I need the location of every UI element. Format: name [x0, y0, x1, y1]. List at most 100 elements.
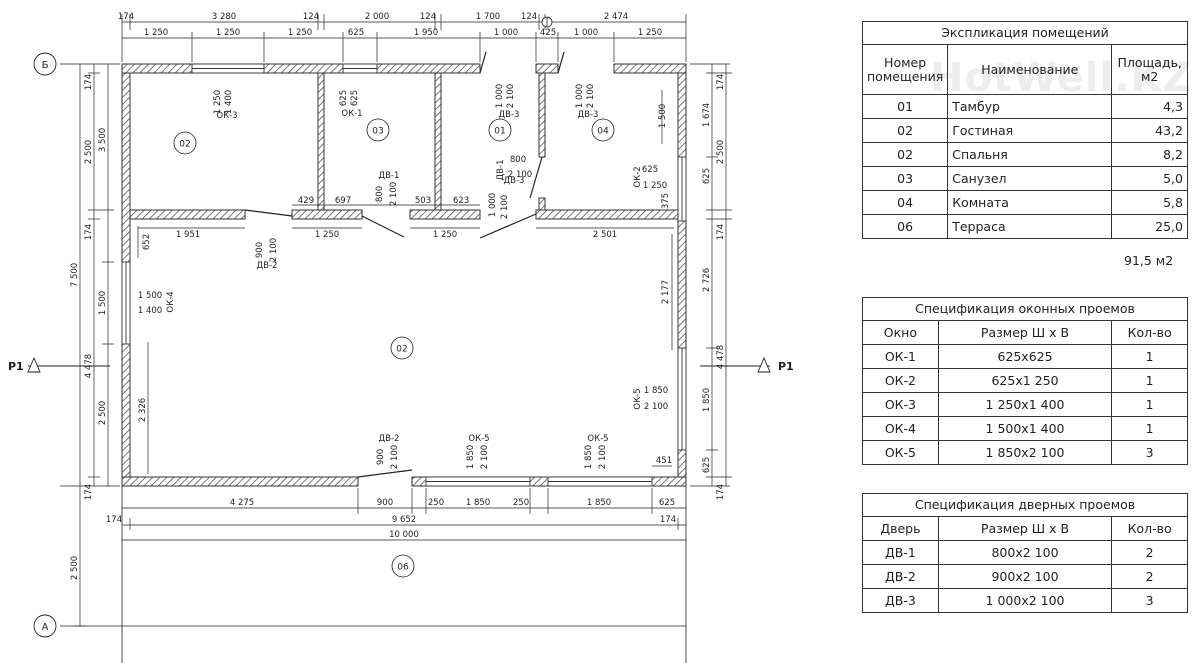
window-code: ОК-2 — [862, 368, 939, 393]
dim-left-2: 2 500 — [84, 140, 94, 164]
dim-left-3: 174 — [84, 224, 94, 240]
room-name: Терраса — [947, 214, 1113, 239]
dim-inner-10: 2 177 — [661, 280, 671, 304]
windows-header-qty: Кол-во — [1111, 320, 1188, 345]
doors-header-door: Дверь — [862, 516, 939, 541]
room-marker: 06 — [391, 554, 415, 578]
dim-right-9: 1 850 — [702, 388, 712, 412]
room-marker: 04 — [591, 118, 615, 142]
room-name: Комната — [947, 190, 1113, 215]
dim-inner-9: 1 500 — [658, 104, 668, 128]
window-size: 625х1 250 — [937, 368, 1113, 393]
dv2-bottom-dim-w: 900 — [376, 449, 386, 465]
window-qty: 1 — [1111, 416, 1188, 441]
dim-inner-8: 2 501 — [593, 230, 617, 240]
dim-top2-6: 1 000 — [494, 28, 518, 38]
window-size: 1 850х2 100 — [937, 440, 1113, 465]
ok5-b1-dim-w: 1 850 — [466, 445, 476, 469]
dim-left-8: 3 500 — [98, 128, 108, 152]
dim-top-5: 124 — [420, 12, 436, 22]
doors-spec-table: Спецификация дверных проемов Дверь Разме… — [862, 493, 1188, 613]
window-qty: 1 — [1111, 368, 1188, 393]
window-code: ОК-4 — [862, 416, 939, 441]
window-size: 625х625 — [937, 344, 1113, 369]
dim-bottom-5: 250 — [513, 498, 529, 508]
room-marker: 01 — [488, 118, 512, 142]
ok3-name: ОК-3 — [216, 111, 237, 121]
room-label: 01 — [494, 127, 505, 137]
bottom-dimensions — [122, 488, 686, 541]
dv3-right-name: ДВ-3 — [578, 110, 599, 120]
dim-top-1: 174 — [118, 12, 134, 22]
explication-header-name: Наименование — [947, 44, 1113, 95]
ok4-name: ОК-4 — [166, 291, 176, 312]
top-dimensions — [121, 14, 687, 62]
door-dv1-room — [529, 156, 543, 199]
ok3-dim-h: 1 400 — [224, 90, 234, 114]
door-dv3-entrance-right — [557, 51, 565, 74]
room-label: 04 — [597, 127, 609, 137]
section-mark-left: Р1 — [8, 360, 24, 373]
dim-left-1: 174 — [84, 74, 94, 90]
room-markers: 02 03 01 04 02 06 — [173, 118, 615, 578]
dim-left-5: 2 500 — [98, 401, 108, 425]
windows-header-size: Размер Ш х В — [937, 320, 1113, 345]
windows-spec-table: Спецификация оконных проемов Окно Размер… — [862, 297, 1188, 465]
dim-top-7: 124 — [521, 12, 537, 22]
dim-right-2: 1 674 — [702, 103, 712, 127]
dim-inner-5: 1 951 — [176, 230, 200, 240]
ok5-right-name: ОК-5 — [633, 388, 643, 409]
dv3-left-dim-h: 2 100 — [506, 84, 516, 108]
door-dv1-bath — [361, 215, 405, 238]
door-qty: 3 — [1111, 588, 1188, 613]
dim-bottom-9: 9 652 — [392, 515, 416, 525]
ok1-dim-h: 625 — [350, 90, 360, 106]
dim-top2-8: 1 000 — [574, 28, 598, 38]
dv1-hall-name: ДВ-1 — [379, 171, 400, 181]
room-name: Тамбур — [947, 94, 1113, 119]
door-code: ДВ-2 — [862, 564, 939, 589]
dv3-mid-dim-h: 2 100 — [500, 195, 510, 219]
dim-top2-5: 1 950 — [414, 28, 438, 38]
dv2-mid-dim-h: 2 100 — [269, 238, 279, 262]
room-marker: 02 — [173, 131, 197, 155]
doors-header-qty: Кол-во — [1111, 516, 1188, 541]
dim-right-4: 625 — [702, 168, 712, 184]
ok2-dim-h: 1 250 — [643, 181, 667, 191]
ok5-right-dim-h: 2 100 — [644, 402, 668, 412]
ok4-dim-w: 1 500 — [138, 291, 162, 301]
door-qty: 2 — [1111, 540, 1188, 565]
dim-top-6: 1 700 — [476, 12, 500, 22]
dim-bottom-11: 10 000 — [389, 530, 419, 540]
door-qty: 2 — [1111, 564, 1188, 589]
door-size: 800х2 100 — [937, 540, 1113, 565]
dv3-left-name: ДВ-3 — [499, 110, 520, 120]
room-number: 02 — [861, 142, 949, 167]
ok2-name: ОК-2 — [633, 166, 643, 187]
window-qty: 3 — [1111, 440, 1188, 465]
ok4-dim-h: 1 400 — [138, 306, 162, 316]
door-dv2-bottom — [357, 469, 413, 478]
windows-title: Спецификация оконных проемов — [862, 297, 1188, 321]
dv3-right-dim-w: 1 000 — [575, 84, 585, 108]
dv1-hall-dim-h: 2 100 — [389, 182, 399, 206]
ok5-b2-dim-w: 1 850 — [584, 445, 594, 469]
dim-right-6: 174 — [716, 224, 726, 240]
dim-top-3: 124 — [303, 12, 319, 22]
terrace — [60, 486, 687, 663]
dim-top2-4: 625 — [348, 28, 364, 38]
ok1-dim-w: 625 — [339, 90, 349, 106]
doors-header-size: Размер Ш х В — [937, 516, 1113, 541]
room-number: 02 — [861, 118, 949, 143]
dim-top2-7: 425 — [540, 28, 556, 38]
room-area: 25,0 — [1111, 214, 1188, 239]
